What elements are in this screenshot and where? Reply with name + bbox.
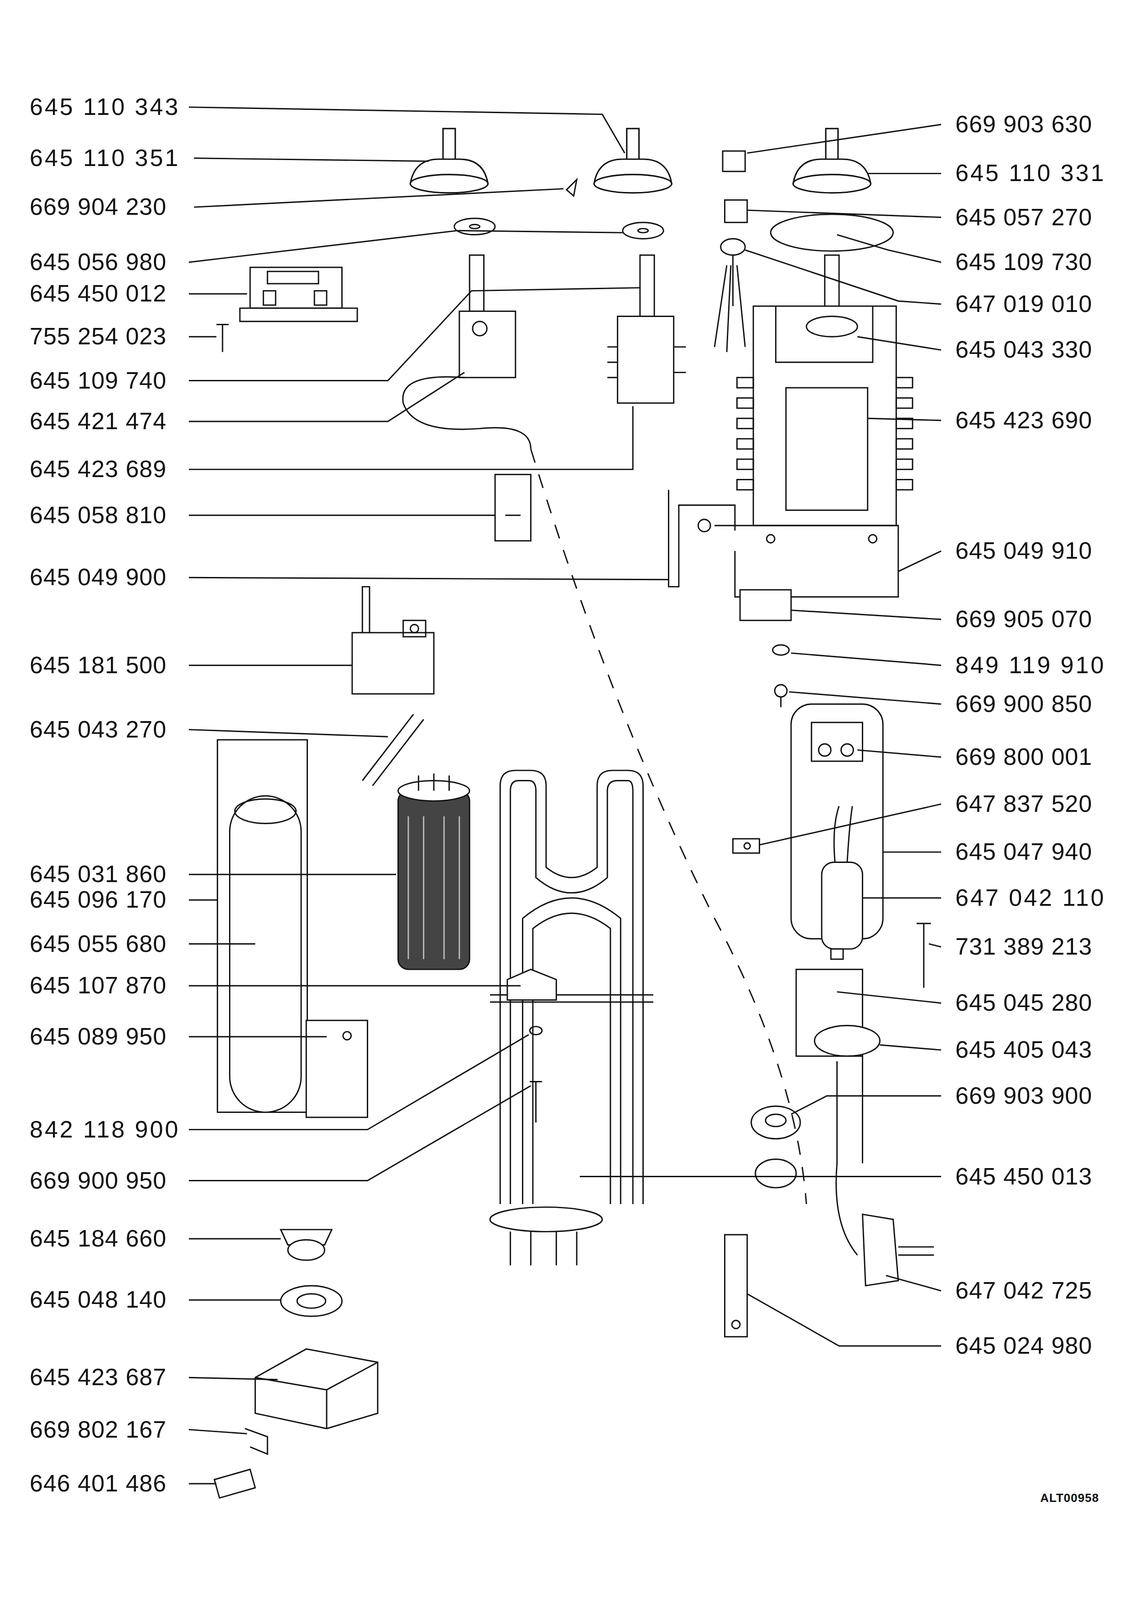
part-number: 645 045 280 bbox=[954, 990, 1094, 1017]
part-number: 669 900 950 bbox=[28, 1167, 168, 1194]
part-number: 645 024 980 bbox=[954, 1333, 1094, 1360]
part-number: 669 905 070 bbox=[954, 606, 1094, 633]
part-number: 645 181 500 bbox=[28, 652, 168, 679]
part-number: 645 031 860 bbox=[28, 861, 168, 888]
part-number: 645 423 690 bbox=[954, 407, 1094, 434]
part-number: 647 042 110 bbox=[954, 885, 1107, 912]
part-number: 669 800 001 bbox=[954, 744, 1094, 771]
part-number: 645 109 730 bbox=[954, 249, 1094, 276]
part-number: 669 900 850 bbox=[954, 691, 1094, 718]
part-number: 645 047 940 bbox=[954, 839, 1094, 866]
part-number: 669 903 630 bbox=[954, 111, 1094, 138]
part-number: 645 055 680 bbox=[28, 931, 168, 958]
part-number: 645 048 140 bbox=[28, 1287, 168, 1314]
part-number: 645 421 474 bbox=[28, 408, 168, 435]
part-number: 645 049 900 bbox=[28, 564, 168, 591]
part-number: 647 019 010 bbox=[954, 291, 1094, 318]
part-number: 645 110 351 bbox=[28, 145, 181, 172]
part-number: 842 118 900 bbox=[28, 1116, 181, 1143]
part-number: 647 837 520 bbox=[954, 791, 1094, 818]
part-number: 645 110 343 bbox=[28, 93, 181, 120]
part-number: 645 056 980 bbox=[28, 249, 168, 276]
part-number: 755 254 023 bbox=[28, 323, 168, 350]
part-number: 849 119 910 bbox=[954, 652, 1107, 679]
part-number: 645 450 012 bbox=[28, 280, 168, 307]
part-number: 645 405 043 bbox=[954, 1037, 1094, 1064]
part-number: 645 058 810 bbox=[28, 502, 168, 529]
part-number: 669 903 900 bbox=[954, 1083, 1094, 1110]
part-number: 645 089 950 bbox=[28, 1023, 168, 1050]
drawing-code: ALT00958 bbox=[1039, 1491, 1100, 1506]
part-number: 669 802 167 bbox=[28, 1417, 168, 1444]
part-number: 645 043 270 bbox=[28, 716, 168, 743]
part-number: 645 450 013 bbox=[954, 1163, 1094, 1190]
part-number: 645 107 870 bbox=[28, 972, 168, 999]
part-number: 731 389 213 bbox=[954, 933, 1094, 960]
part-number: 645 423 687 bbox=[28, 1364, 168, 1391]
part-number: 647 042 725 bbox=[954, 1277, 1094, 1304]
part-number: 645 096 170 bbox=[28, 886, 168, 913]
part-number: 645 110 331 bbox=[954, 160, 1107, 187]
part-number: 645 423 689 bbox=[28, 456, 168, 483]
part-number: 645 057 270 bbox=[954, 204, 1094, 231]
part-number: 645 043 330 bbox=[954, 336, 1094, 363]
part-number: 645 109 740 bbox=[28, 367, 168, 394]
part-number: 645 049 910 bbox=[954, 537, 1094, 564]
part-number: 645 184 660 bbox=[28, 1225, 168, 1252]
part-number: 646 401 486 bbox=[28, 1470, 168, 1497]
part-number: 669 904 230 bbox=[28, 193, 168, 220]
